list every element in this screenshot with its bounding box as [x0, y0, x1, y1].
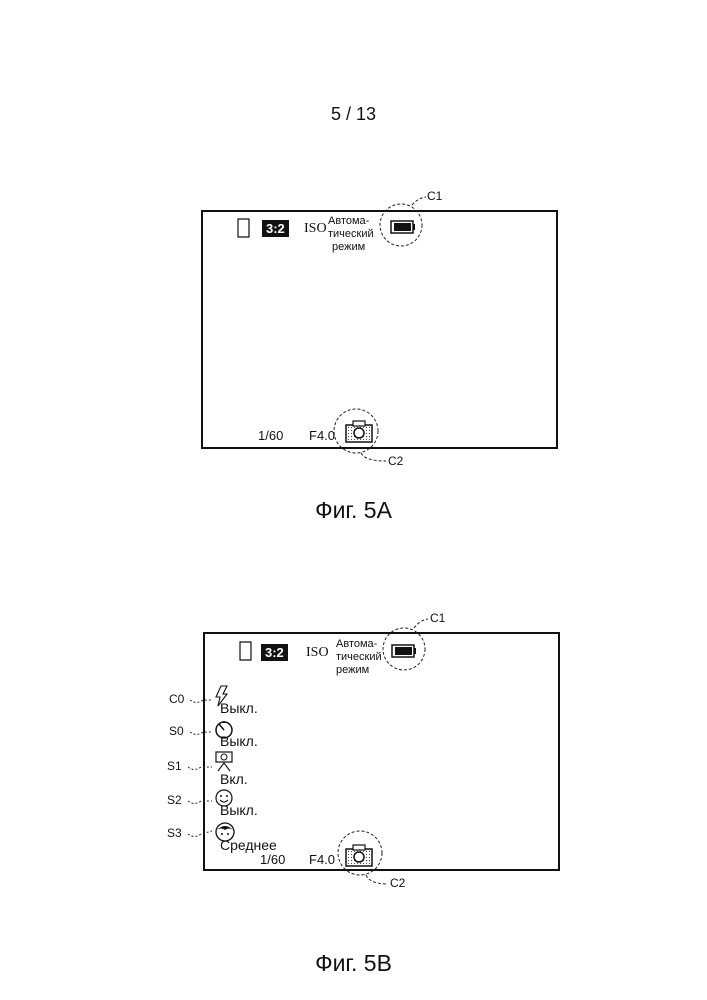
battery-icon [391, 643, 417, 664]
camera-screen-5b: 3:2 ISO Автома- тический режим Выкл. Вык… [203, 632, 560, 871]
shutter-speed: 1/60 [260, 852, 285, 867]
setting-value-s2: Выкл. [220, 802, 258, 818]
mode-line-2: тический [328, 228, 374, 241]
aspect-ratio-badge: 3:2 [262, 220, 289, 237]
ref-label-s0: S0 [169, 724, 184, 738]
callout-c2-5a: C2 [388, 454, 403, 468]
shutter-speed: 1/60 [258, 428, 283, 443]
ref-label-s2: S2 [167, 793, 182, 807]
iso-mode-text: Автома- тический режим [336, 638, 382, 677]
callout-c2-5b: C2 [390, 876, 405, 890]
figure-caption-5b: Фиг. 5B [0, 950, 707, 977]
camera-screen-5a: 3:2 ISO Автома- тический режим 1/60 F4.0 [201, 210, 558, 449]
mode-line-2: тический [336, 651, 382, 664]
setting-value-c0: Выкл. [220, 700, 258, 716]
iso-label: ISO [304, 221, 327, 237]
setting-value-s0: Выкл. [220, 733, 258, 749]
ref-label-c0: C0 [169, 692, 184, 706]
camera-mode-icon [344, 420, 374, 449]
camera-mode-icon [344, 844, 374, 873]
mode-line-1: Автома- [336, 638, 382, 651]
battery-icon [390, 219, 416, 240]
iso-mode-text: Автома- тический режим [328, 215, 374, 254]
iso-label: ISO [306, 645, 329, 661]
mode-line-3: режим [336, 664, 382, 677]
memory-card-icon [239, 641, 252, 666]
aperture-value: F4.0 [309, 428, 335, 443]
ref-label-s3: S3 [167, 826, 182, 840]
setting-value-s3: Среднее [220, 837, 277, 853]
mode-line-3: режим [332, 241, 374, 254]
callout-c1-5a: C1 [427, 189, 442, 203]
setting-value-s1: Вкл. [220, 771, 248, 787]
mode-line-1: Автома- [328, 215, 374, 228]
figure-caption-5a: Фиг. 5A [0, 497, 707, 524]
callout-c1-5b: C1 [430, 611, 445, 625]
aperture-value: F4.0 [309, 852, 335, 867]
ref-label-s1: S1 [167, 759, 182, 773]
aspect-ratio-badge: 3:2 [261, 644, 288, 661]
page-number: 5 / 13 [0, 104, 707, 125]
memory-card-icon [237, 218, 250, 243]
